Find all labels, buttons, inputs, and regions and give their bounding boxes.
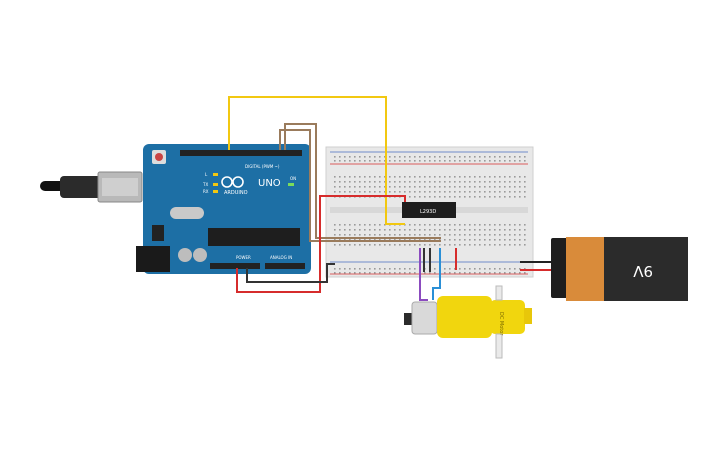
- wire-brown-2[interactable]: [279, 129, 441, 242]
- rx-label: RX: [203, 189, 209, 194]
- led-tx: [213, 183, 218, 186]
- dc-motor[interactable]: DC Motor: [404, 285, 532, 359]
- wire-purple-motor[interactable]: [419, 248, 428, 301]
- arduino-uno-board[interactable]: ARDUINO UNO DIGITAL (PWM ~) POWER ANALOG…: [136, 144, 311, 274]
- motor-label: DC Motor: [498, 312, 504, 336]
- breadboard-holes: [334, 156, 526, 274]
- on-label: ON: [290, 176, 296, 181]
- analog-label: ANALOG IN: [270, 255, 292, 260]
- dc-jack: [136, 246, 170, 272]
- l293d-chip[interactable]: L293D: [402, 202, 456, 218]
- led-rx: [213, 190, 218, 193]
- analog-header: [265, 263, 305, 269]
- atmega-chip: [208, 228, 300, 246]
- led-l: [213, 173, 218, 176]
- crystal: [170, 207, 204, 219]
- wire-brown-1[interactable]: [284, 123, 441, 239]
- voltage-regulator: [152, 225, 164, 241]
- digital-header: [180, 150, 302, 156]
- capacitor-2: [193, 248, 207, 262]
- wire-black-gnd[interactable]: [246, 263, 335, 283]
- arduino-logo-icon: [221, 176, 244, 188]
- wire-blue-motor[interactable]: [432, 248, 441, 300]
- wire-yellow[interactable]: [228, 96, 405, 225]
- tx-label: TX: [202, 182, 208, 187]
- power-header: [210, 263, 260, 269]
- chip-label: L293D: [420, 209, 436, 215]
- board-model-label: UNO: [258, 178, 281, 189]
- usb-cable: [40, 171, 143, 203]
- battery-label: 9V: [632, 262, 653, 280]
- arduino-logo-text: ARDUINO: [224, 190, 248, 196]
- led-on: [288, 183, 294, 186]
- digital-label: DIGITAL (PWM ~): [245, 164, 280, 169]
- l-label: L: [205, 172, 208, 177]
- wires: [228, 96, 562, 301]
- wire-red-power[interactable]: [236, 195, 406, 293]
- battery-9v[interactable]: 9V: [551, 237, 688, 301]
- power-label: POWER: [236, 255, 251, 260]
- capacitor-1: [178, 248, 192, 262]
